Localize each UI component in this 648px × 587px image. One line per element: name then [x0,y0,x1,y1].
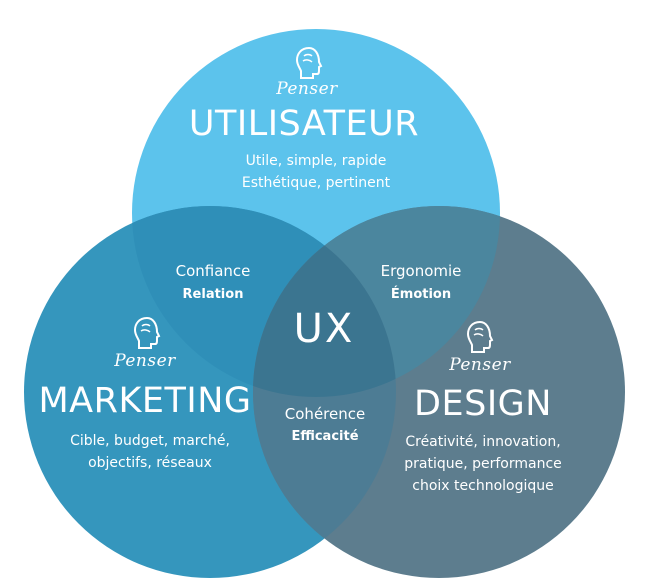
center-ux-label: UX [293,306,355,352]
overlap-marketing-design-main: Cohérence [284,405,366,423]
overlap-user-design-main: Ergonomie [380,262,462,280]
overlap-user-design-sub: Émotion [390,287,452,302]
overlap-user-marketing-main: Confiance [175,262,251,280]
overlap-center [253,206,396,397]
marketing-title: MARKETING [38,381,252,421]
marketing-line1: Cible, budget, marché, [70,433,230,449]
marketing-penser: Penser [114,351,176,371]
design-line2: pratique, performance [404,456,562,472]
overlap-marketing-design-sub: Efficacité [291,429,359,444]
utilisateur-penser: Penser [276,79,338,99]
design-penser: Penser [449,355,511,375]
utilisateur-line1: Utile, simple, rapide [245,153,387,169]
design-title: DESIGN [414,384,552,424]
utilisateur-line2: Esthétique, pertinent [241,175,391,191]
utilisateur-title: UTILISATEUR [188,104,420,144]
overlap-user-marketing-sub: Relation [182,287,244,302]
head-profile-icon [466,320,494,353]
design-line3: choix technologique [412,478,554,494]
head-profile-icon [295,46,323,79]
marketing-line2: objectifs, réseaux [88,455,212,471]
design-line1: Créativité, innovation, [405,434,561,450]
head-profile-icon [133,316,161,349]
